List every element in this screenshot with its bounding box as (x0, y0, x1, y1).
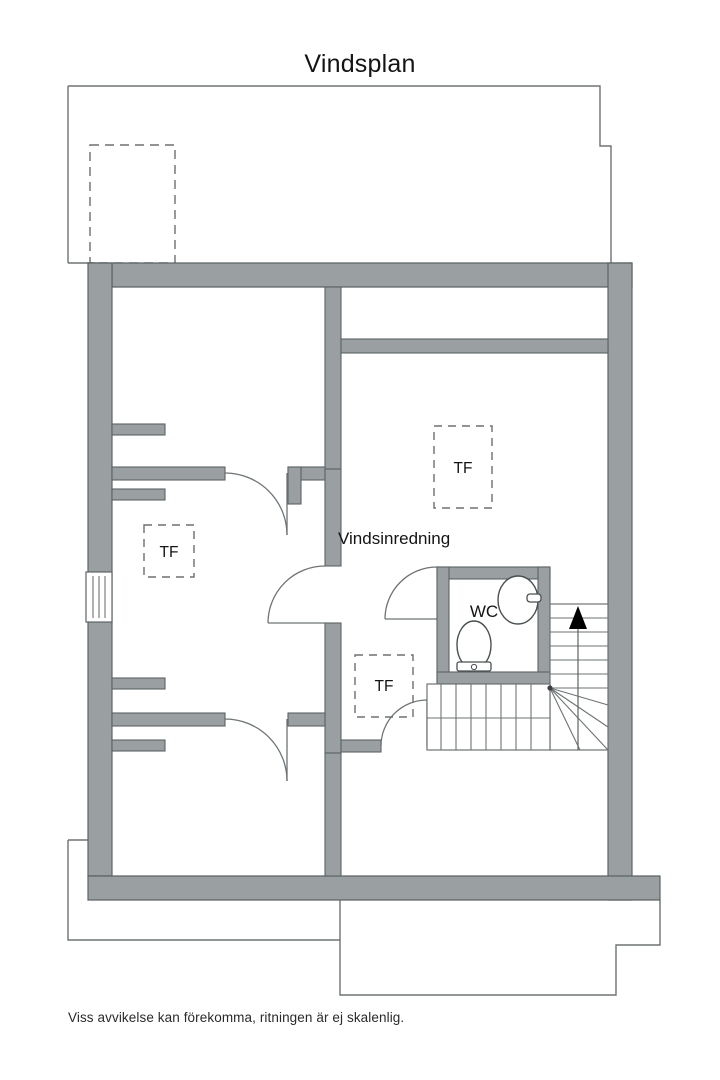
door-swing-icon-wc (384, 566, 438, 620)
interior-wall-top-right-divider (340, 338, 609, 354)
stair-bottom-flight (426, 683, 551, 751)
wc-fixtures (456, 575, 542, 672)
interior-wall-center-vertical-bottom (324, 752, 342, 877)
tf-lower-box (354, 654, 414, 718)
exterior-wall-left (87, 262, 113, 877)
tf-upper-box (433, 425, 493, 509)
wall-stub-left-4 (111, 739, 166, 752)
sink-faucet (526, 593, 542, 603)
interior-wall-center-vertical-upper (324, 286, 342, 470)
stair-winder-steps (547, 685, 609, 751)
tf-markers: TF TF TF (143, 425, 493, 718)
building-outline (67, 85, 661, 996)
wc-room-walls (436, 566, 551, 685)
tf-left-box (143, 524, 195, 578)
tf-lower-label: TF (375, 678, 394, 695)
wc-wall-bottom (436, 671, 551, 685)
door-swing-icon-lower-right (380, 699, 428, 747)
exterior-wall-top (88, 262, 633, 288)
door-swing-icon-center (267, 565, 326, 624)
toilet-flush (470, 663, 478, 671)
wall-stub-left-1 (111, 423, 166, 436)
toilet-icon (456, 620, 492, 672)
exterior-walls (87, 262, 661, 901)
door-swing-icon-upper-left (224, 472, 288, 536)
room-label-wc: WC (470, 602, 498, 621)
tf-marker-left: TF (143, 524, 195, 578)
tf-left-label: TF (160, 544, 179, 561)
staircase (426, 603, 609, 751)
door-swings (224, 472, 438, 782)
stair-treads-bottom (427, 684, 550, 750)
interior-wall-left-upper-jamb (287, 466, 302, 505)
roof-outline-top-right (68, 85, 612, 263)
interior-wall-center-vertical-mid (324, 468, 342, 567)
interior-wall-center-vertical-lower (324, 622, 342, 754)
interior-wall-left-upper-horizontal (111, 466, 226, 481)
tf-marker-upper: TF (433, 425, 493, 509)
disclaimer-note: Viss avvikelse kan förekomma, ritningen … (68, 1010, 405, 1025)
roof-outline-bottom (67, 840, 661, 996)
interior-wall-left-lower-horizontal (111, 712, 226, 727)
wall-stub-lower-right (340, 739, 382, 753)
page-title: Vindsplan (304, 50, 416, 78)
stair-direction-arrowhead (569, 606, 587, 629)
sink-icon (497, 575, 542, 625)
room-label-vindsinredning: Vindsinredning (338, 529, 450, 548)
roof-opening-dashed-box (89, 144, 176, 264)
wc-wall-top (436, 566, 551, 580)
interior-wall-left-lower-horizontal-stub (287, 712, 326, 727)
tf-marker-lower: TF (354, 654, 414, 718)
interior-walls (111, 286, 609, 877)
wall-stub-left-3 (111, 677, 166, 690)
tf-upper-label: TF (454, 460, 473, 477)
wc-wall-left (436, 566, 450, 685)
stair-winder-pivot (547, 685, 553, 691)
window-icon (85, 571, 113, 623)
exterior-wall-right (607, 262, 633, 901)
exterior-wall-bottom (87, 875, 661, 901)
door-swing-icon-lower-left (224, 718, 288, 782)
up-arrow-icon (569, 606, 587, 750)
wc-wall-right (537, 566, 551, 685)
wall-stub-left-2 (111, 488, 166, 501)
